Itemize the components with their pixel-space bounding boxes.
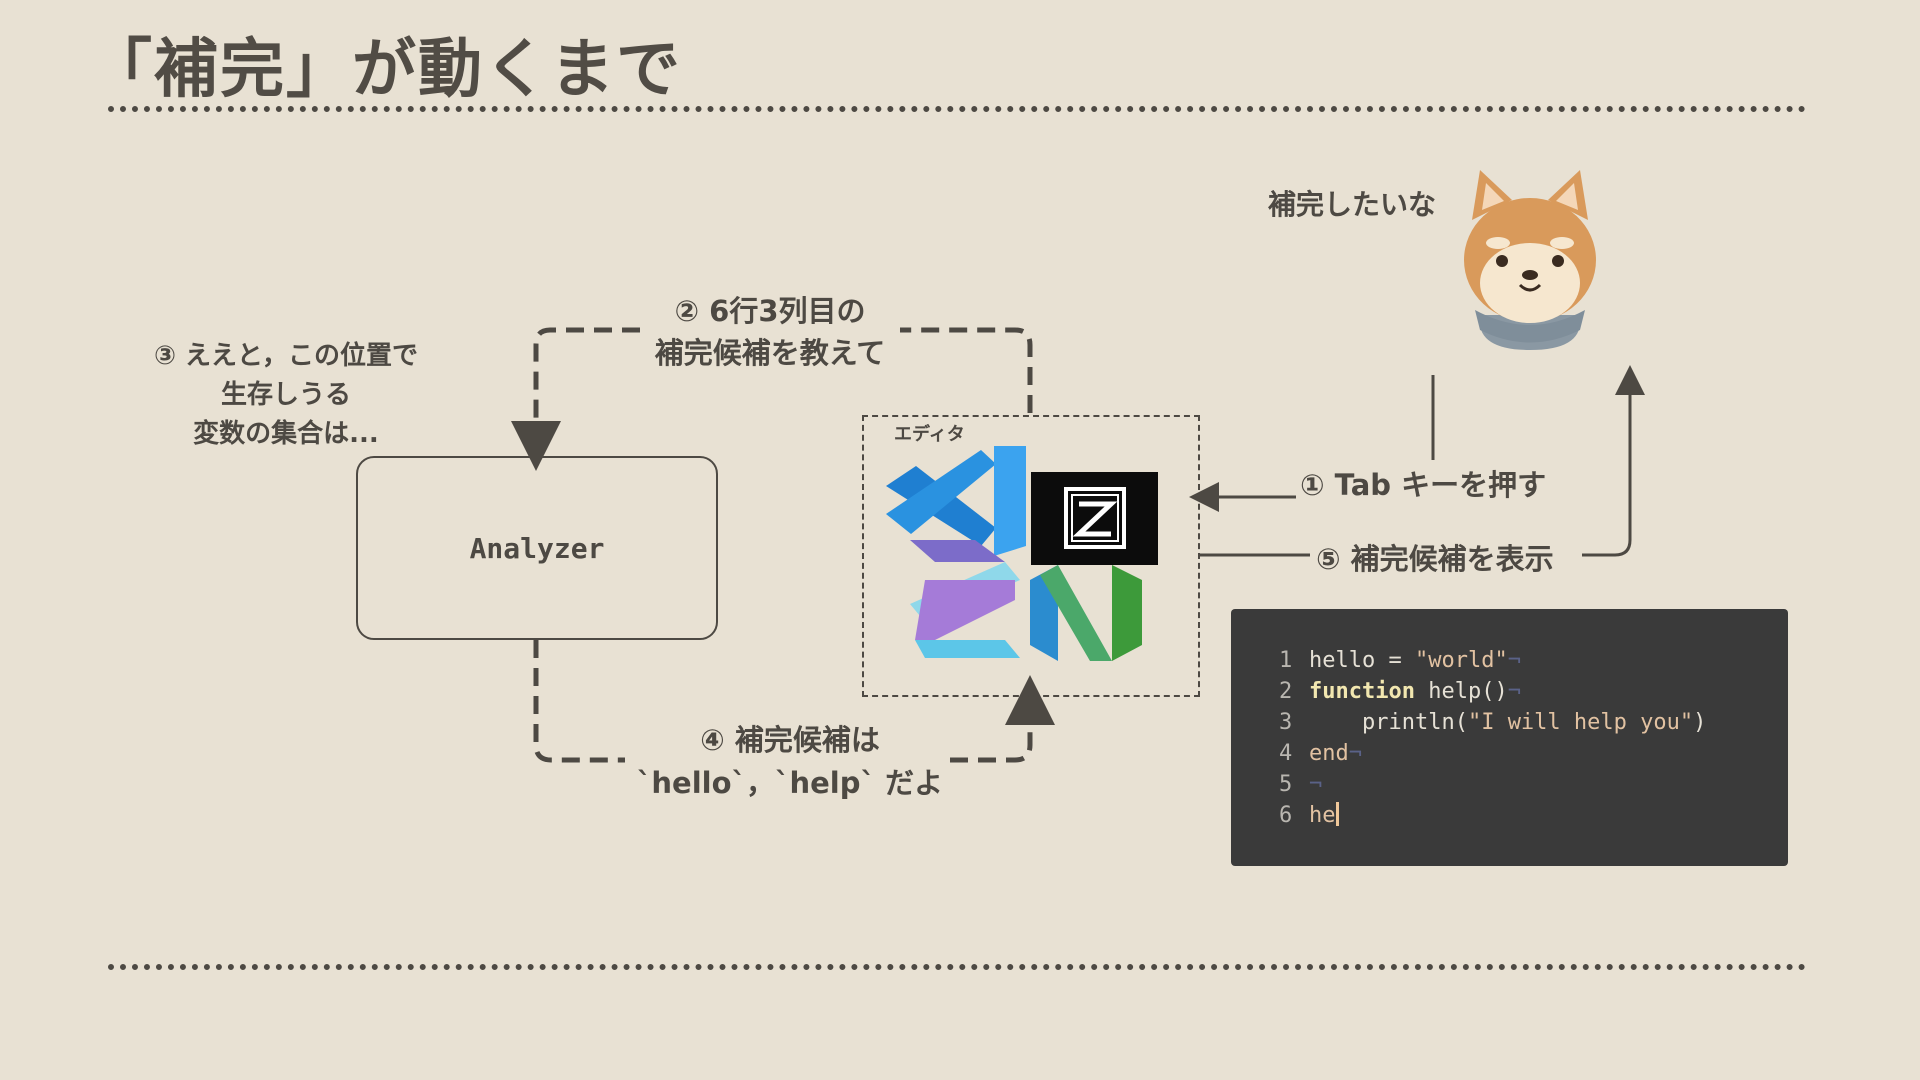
editor-label: エディタ — [894, 424, 965, 445]
shiba-dog-icon — [1464, 170, 1596, 350]
step3-label: ③ ええと，この位置で 生存しうる 変数の集合は... — [153, 341, 419, 449]
editor-box — [862, 415, 1200, 697]
step4-label: ④ 補完候補は `hello`，`help` だよ — [636, 723, 944, 800]
text-cursor — [1335, 802, 1339, 826]
user-thought: 補完したいな — [1268, 188, 1437, 221]
page-title: 「補完」が動くまで — [88, 33, 682, 107]
top-divider — [108, 106, 1806, 112]
bottom-divider — [108, 964, 1806, 970]
neovim-icon — [1030, 565, 1142, 661]
step5-label: ⑤ 補完候補を表示 — [1316, 542, 1554, 576]
code-line: 5¬ — [1279, 772, 1323, 797]
emacs-icon — [910, 540, 1020, 658]
step2-label: ② 6行3列目の 補完候補を教えて — [654, 294, 886, 370]
analyzer-box: Analyzer — [356, 456, 718, 640]
code-line: 3 println("I will help you") — [1279, 710, 1707, 735]
step1-label: ① Tab キーを押す — [1300, 468, 1547, 502]
analyzer-label: Analyzer — [469, 531, 605, 565]
vscode-icon — [886, 446, 1026, 556]
zed-icon — [1031, 472, 1158, 565]
